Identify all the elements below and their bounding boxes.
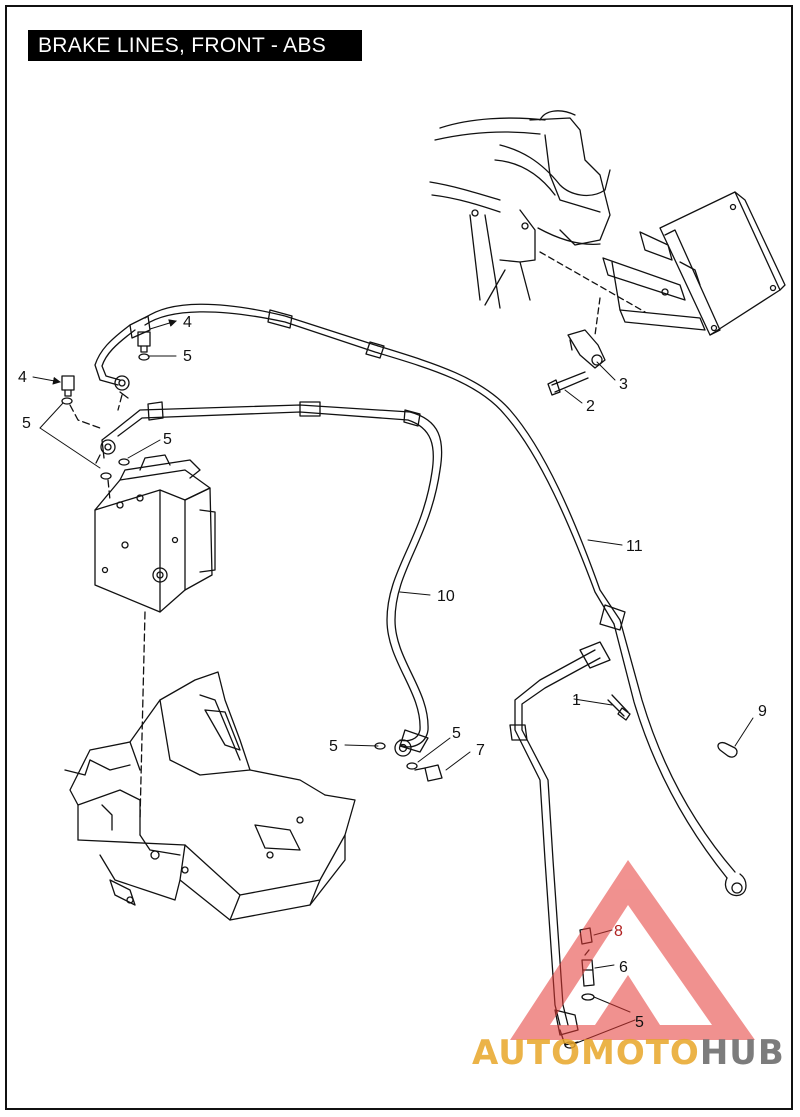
- watermark-text: AUTOMOTOHUB: [472, 1033, 785, 1073]
- abs-hydraulic-unit: [94, 454, 216, 613]
- callout-5-bleeder: 5: [635, 1014, 644, 1031]
- brake-line-11: [94, 303, 747, 897]
- callout-labels: 4 5 4 5 5 3 2 11 10 5 5 7 1 9 8 6 5: [18, 314, 767, 1031]
- callout-1: 1: [572, 692, 581, 709]
- callout-2: 2: [586, 398, 595, 415]
- callout-5-middle: 5: [163, 431, 172, 448]
- watermark-auto: AUTO: [472, 1033, 581, 1073]
- caliper-banjo-bolt: [414, 764, 443, 782]
- bracket-dashed-guides: [539, 251, 646, 336]
- callout-5-caliper-left: 5: [329, 738, 338, 755]
- callout-4-left: 4: [18, 369, 27, 386]
- callout-10: 10: [437, 588, 455, 605]
- clip-screw: [607, 694, 631, 721]
- line-clip: [717, 741, 738, 758]
- watermark-logo: [510, 860, 755, 1040]
- washer-bleeder: [581, 993, 595, 1001]
- callout-5-left: 5: [22, 415, 31, 432]
- callout-5-caliper-right: 5: [452, 725, 461, 742]
- washer-upper-right: [138, 353, 150, 361]
- washer-caliper-right: [406, 762, 418, 770]
- abs-dashed-guides: [69, 394, 146, 821]
- washer-right-lower: [118, 458, 130, 466]
- callout-leaders: [32, 319, 754, 1045]
- callout-7: 7: [476, 742, 485, 759]
- brake-line-clamp: [567, 329, 606, 369]
- washer-left-upper: [61, 397, 73, 405]
- callout-3: 3: [619, 376, 628, 393]
- callout-6: 6: [619, 959, 628, 976]
- callout-9: 9: [758, 703, 767, 720]
- abs-mounting-tray: [64, 671, 356, 921]
- banjo-bolt-left: [61, 375, 75, 397]
- watermark-moto: MOTO: [580, 1033, 700, 1073]
- banjo-bolt-upper: [137, 331, 151, 353]
- watermark-hub: HUB: [699, 1033, 785, 1073]
- abs-mounting-bracket: [602, 191, 786, 336]
- callout-8: 8: [614, 923, 623, 940]
- callout-5-upper: 5: [183, 348, 192, 365]
- washer-caliper: [564, 1041, 576, 1049]
- callout-11: 11: [626, 538, 643, 555]
- frame-steering-head: [429, 110, 611, 309]
- washer-left-lower: [100, 472, 112, 480]
- clamp-bolt: [547, 371, 589, 396]
- page-title: BRAKE LINES, FRONT - ABS: [28, 30, 362, 61]
- brake-line-10: [95, 401, 443, 757]
- callout-4-upper: 4: [183, 314, 192, 331]
